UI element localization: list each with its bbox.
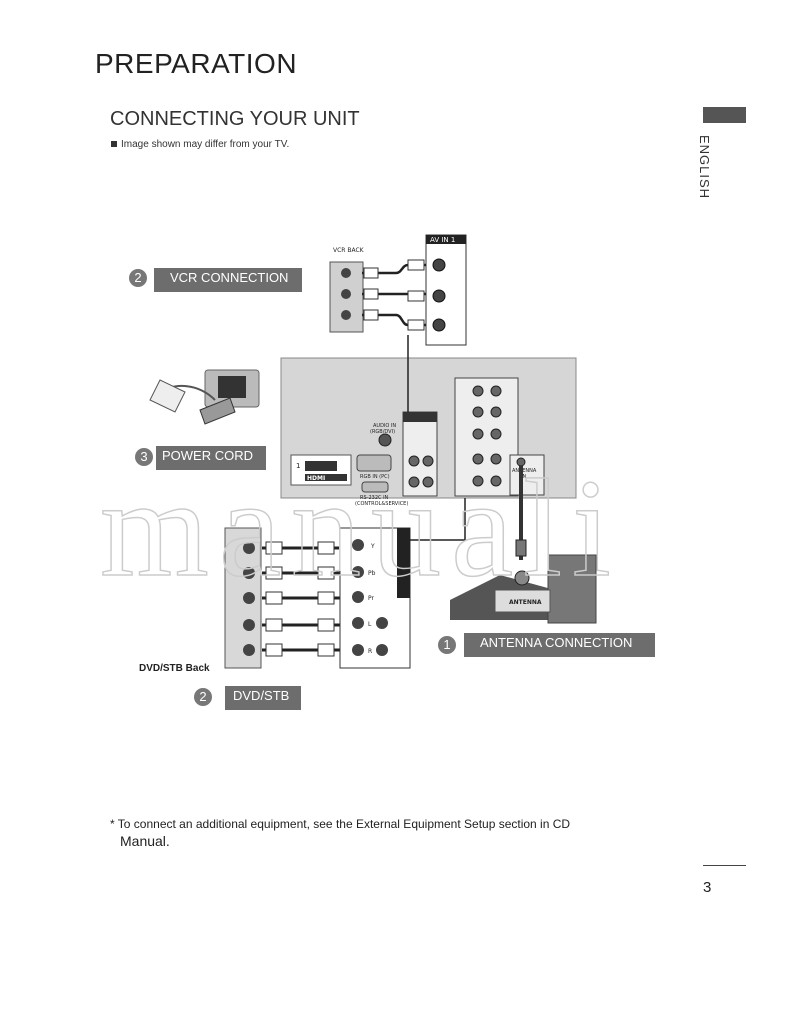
vcr-back-label: VCR BACK	[333, 247, 365, 254]
image-note-text: Image shown may differ from your TV.	[121, 139, 290, 150]
rs232-label: RS-232C IN	[360, 495, 389, 501]
vcr-jack	[341, 289, 351, 299]
comp-l-label: L	[368, 621, 372, 628]
page-title: PREPARATION	[95, 48, 298, 79]
bullet-square-icon	[111, 141, 117, 148]
vcr-jack	[341, 268, 351, 278]
tv-component-jack	[490, 475, 502, 487]
vcr-jack	[341, 310, 351, 320]
antenna-step-number: 1	[438, 636, 456, 654]
antenna-sign-text: ANTENNA	[509, 599, 542, 606]
antenna-sign-board	[494, 589, 551, 613]
dvd-jacks	[243, 542, 255, 656]
antenna-dish-icon	[514, 570, 530, 586]
hdmi-logo-icon	[305, 474, 347, 481]
hdmi-port-icon	[305, 461, 337, 471]
tv-component-jack	[490, 385, 502, 397]
comp-r-label: R	[368, 648, 372, 655]
tv-av-jack	[422, 476, 434, 488]
av-in-video-jack	[432, 258, 446, 272]
tv-av-jack	[408, 476, 420, 488]
page-number: 3	[703, 879, 712, 896]
dvd-stb-label: DVD/STB	[225, 686, 301, 710]
section-title: CONNECTING YOUR UNIT	[110, 108, 360, 130]
tv-component-jack	[472, 428, 484, 440]
tv-component-panel	[454, 377, 519, 497]
component-jacks	[352, 539, 388, 656]
comp-y-label: Y	[370, 543, 375, 550]
av-in-audio-r-jack	[432, 318, 446, 332]
tv-antenna-panel	[509, 454, 545, 496]
vcr-plugs	[363, 259, 425, 331]
footnote-line1: * To connect an additional equipment, se…	[110, 817, 571, 831]
comp-pb-label: Pb	[368, 570, 376, 577]
side-tab-bar	[703, 107, 746, 123]
outlet-socket-icon	[218, 376, 246, 398]
vcr-connection-label: VCR CONNECTION	[154, 268, 302, 292]
tv-component-jack	[472, 453, 484, 465]
av-in-label: AV IN 1	[430, 236, 455, 244]
power-cord-label: POWER CORD	[156, 446, 266, 470]
av-in-audio-l-jack	[432, 289, 446, 303]
antenna-connector	[515, 539, 527, 557]
dvd-step-number: 2	[194, 688, 212, 706]
tv-component-jack	[490, 428, 502, 440]
building-tower	[547, 554, 597, 624]
footnote: * To connect an additional equipment, se…	[110, 816, 570, 850]
tv-av-jack	[408, 455, 420, 467]
rgb-in-pc-port	[356, 454, 392, 472]
tv-component-jack	[472, 385, 484, 397]
hdmi-label: HDMI	[307, 475, 325, 482]
tv-antenna-jack	[516, 457, 526, 467]
audio-in-rgb-sub: (RGB/DVI)	[370, 429, 395, 435]
antenna-connection-label: ANTENNA CONNECTION	[464, 633, 655, 657]
rgb-in-pc-label: RGB IN (PC)	[360, 474, 390, 480]
antenna-in-label: ANTENNA	[512, 468, 537, 474]
rs232-sub: (CONTROL&SERVICE)	[355, 501, 408, 507]
comp-pr-label: Pr	[368, 595, 375, 602]
hdmi-number: 1	[296, 462, 300, 470]
component-header	[397, 528, 410, 598]
power-plug-icon	[149, 379, 186, 413]
rs232-port	[361, 481, 389, 493]
page-number-rule	[703, 865, 746, 866]
footnote-line2: Manual.	[120, 833, 170, 849]
image-note: Image shown may differ from your TV.	[111, 139, 289, 150]
dvd-plugs	[265, 541, 335, 657]
dvd-back-label: DVD/STB Back	[139, 663, 210, 674]
av-in-header	[426, 235, 466, 244]
power-connector-icon	[199, 397, 236, 425]
watermark: manuali	[100, 470, 621, 585]
tv-av-in-header	[403, 412, 437, 422]
audio-in-rgb-jack	[378, 433, 392, 447]
vcr-step-number: 2	[129, 269, 147, 287]
tv-component-jack	[472, 406, 484, 418]
power-step-number: 3	[135, 448, 153, 466]
antenna-in-sub: IN	[521, 474, 526, 480]
tv-component-jack	[490, 406, 502, 418]
audio-in-rgb-label: AUDIO IN	[373, 423, 396, 429]
tv-component-jack	[490, 453, 502, 465]
av-in-panel	[425, 234, 467, 346]
component-link-cable	[410, 498, 466, 541]
watermark-text: manuali	[100, 470, 621, 585]
tv-component-jack	[472, 475, 484, 487]
tv-av-jack	[422, 455, 434, 467]
